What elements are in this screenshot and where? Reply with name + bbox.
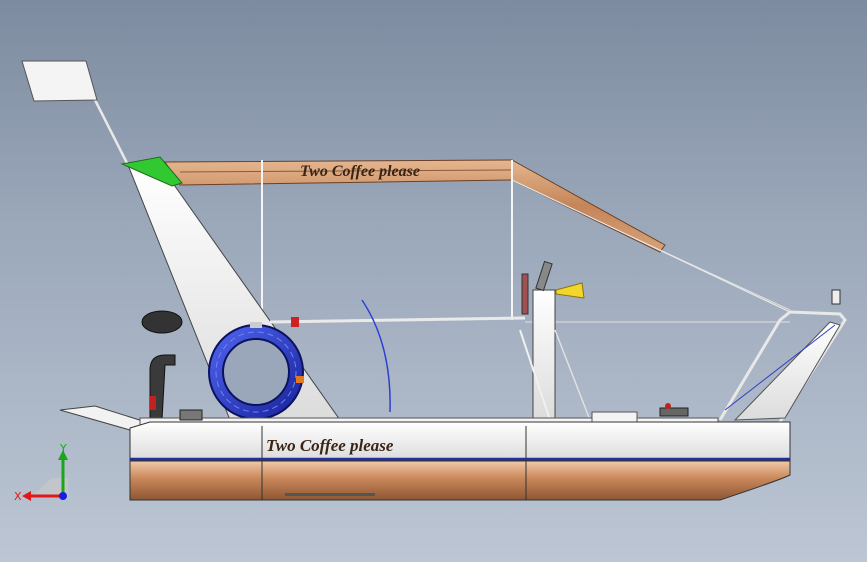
helm-post xyxy=(521,273,529,315)
rigging-wire-2 xyxy=(511,179,791,313)
helm-strut xyxy=(519,329,551,421)
canopy-edge-line xyxy=(179,169,513,173)
fin-cap xyxy=(120,156,183,187)
flag xyxy=(21,60,98,102)
rail-bracket xyxy=(291,317,299,327)
outboard-housing xyxy=(141,310,183,334)
z-axis-dot xyxy=(59,492,67,500)
steering-cable xyxy=(361,299,391,413)
hull-name-text: Two Coffee please xyxy=(266,436,394,455)
rear-frame xyxy=(718,310,847,423)
helm-strut-2 xyxy=(554,329,591,421)
hull-topside xyxy=(129,421,791,461)
triad-x-label: X xyxy=(14,490,22,503)
horn xyxy=(555,282,585,299)
deck-rail xyxy=(269,316,526,324)
triad-y-label: Y xyxy=(59,442,67,455)
deck-box xyxy=(591,411,638,423)
hull-vent xyxy=(285,493,375,496)
rear-panel xyxy=(733,321,841,421)
exhaust-pipe xyxy=(149,354,176,421)
flag-pole xyxy=(93,99,130,166)
rear-blue-wire xyxy=(724,324,836,411)
hull-bottom xyxy=(129,460,791,501)
exhaust-red-part xyxy=(150,396,156,410)
deck-hardware xyxy=(179,403,689,421)
coordinate-triad xyxy=(22,450,68,501)
canopy-name-text: Two Coffee please xyxy=(300,163,420,180)
helm-screen xyxy=(535,260,553,292)
rear-light xyxy=(831,289,841,305)
